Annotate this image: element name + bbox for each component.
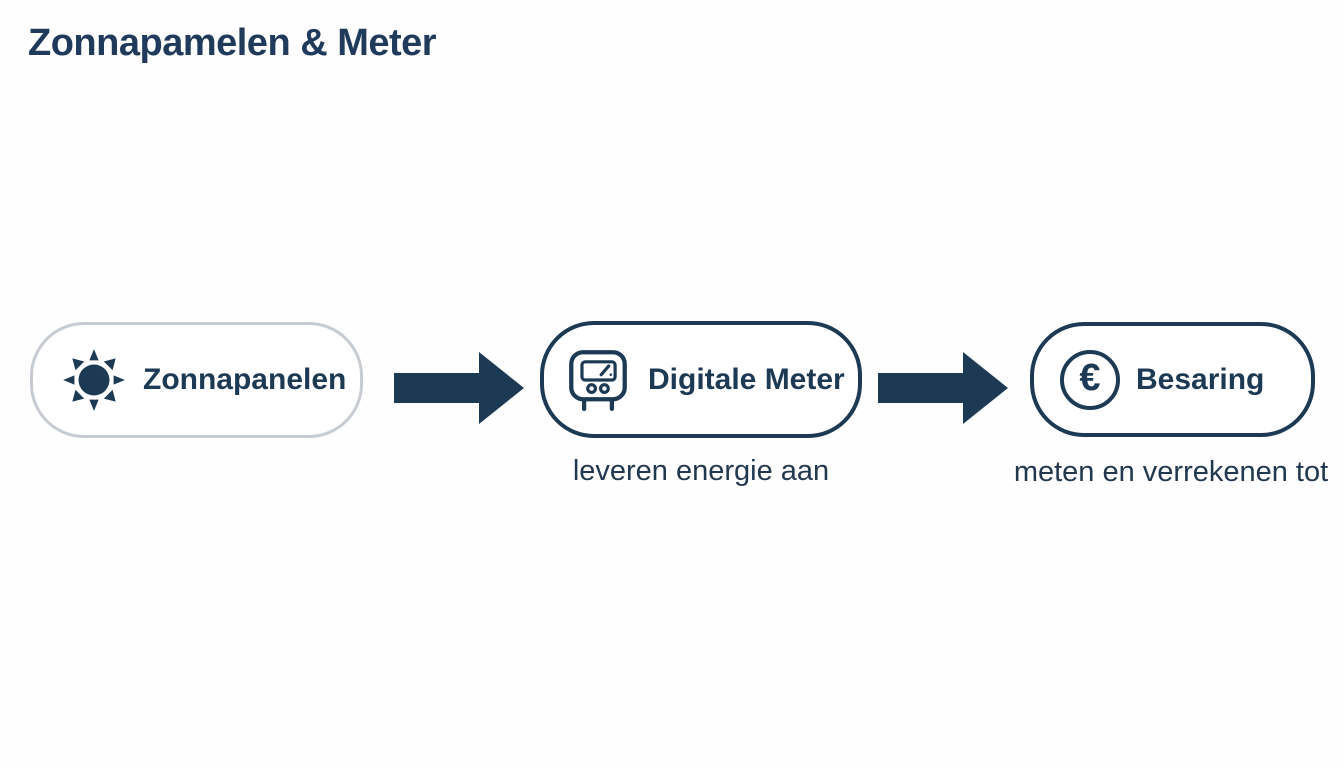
node-label-digitale-meter: Digitale Meter [648,362,845,396]
caption-leveren-energie: leveren energie aan [572,455,830,487]
caption-meten-verrekenen: meten en verrekenen tot [1013,456,1329,488]
flow-node-zonnapanelen: Zonnapanelen [30,322,363,438]
sun-icon [61,347,127,413]
flow-arrow-1 [394,350,524,426]
meter-icon [568,349,628,411]
euro-symbol: € [1060,349,1120,410]
flow-node-digitale-meter: Digitale Meter [540,321,862,438]
flow-arrow-2 [878,350,1008,426]
page-title: Zonnapamelen & Meter [28,22,437,64]
euro-icon: € [1060,349,1120,410]
node-label-zonnapanelen: Zonnapanelen [143,363,347,396]
node-label-besaring: Besaring [1136,362,1265,396]
flow-node-besaring: € Besaring [1030,322,1315,437]
